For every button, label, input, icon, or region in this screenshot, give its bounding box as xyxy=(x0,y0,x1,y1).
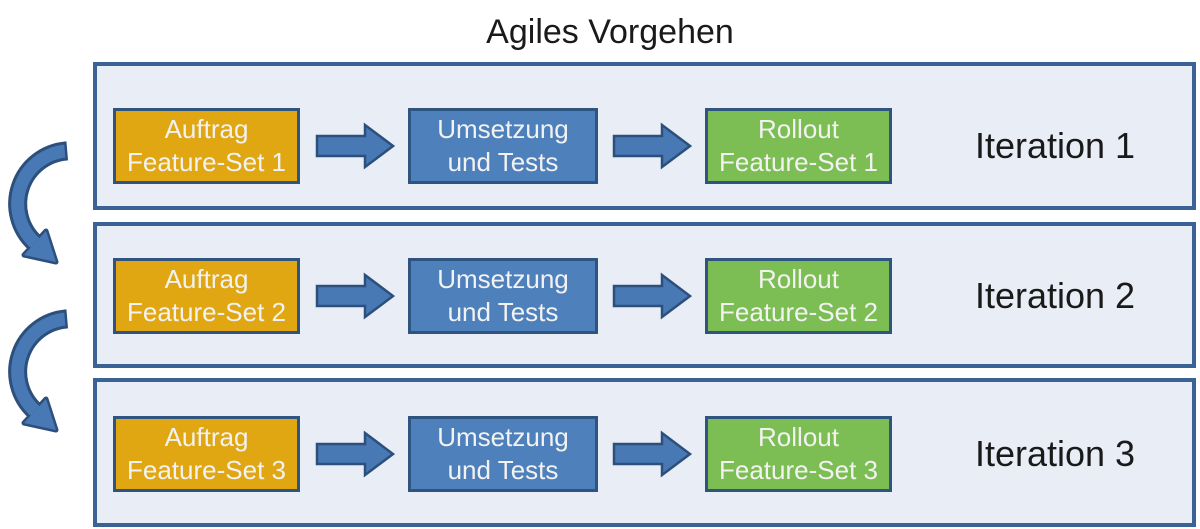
box-line-2: und Tests xyxy=(447,455,559,485)
arrow-right-icon xyxy=(612,430,692,478)
box-line-1: Auftrag xyxy=(164,264,249,294)
auftrag-box: Auftrag Feature-Set 3 xyxy=(113,416,300,492)
process-row: Auftrag Feature-Set 3 Umsetzung und Test… xyxy=(97,416,1192,492)
arrow-right-icon xyxy=(612,272,692,320)
auftrag-box: Auftrag Feature-Set 1 xyxy=(113,108,300,184)
box-line-1: Rollout xyxy=(758,114,839,144)
umsetzung-box: Umsetzung und Tests xyxy=(408,258,598,334)
box-line-2: Feature-Set 1 xyxy=(127,147,286,177)
box-line-1: Umsetzung xyxy=(437,264,569,294)
box-line-1: Rollout xyxy=(758,422,839,452)
rollout-box: Rollout Feature-Set 2 xyxy=(705,258,892,334)
box-line-2: Feature-Set 1 xyxy=(719,147,878,177)
box-line-2: und Tests xyxy=(447,147,559,177)
box-line-2: Feature-Set 3 xyxy=(719,455,878,485)
rollout-box: Rollout Feature-Set 3 xyxy=(705,416,892,492)
arrow-right-icon xyxy=(315,122,395,170)
box-line-2: Feature-Set 2 xyxy=(719,297,878,327)
box-line-2: Feature-Set 3 xyxy=(127,455,286,485)
arrow-right-icon xyxy=(612,122,692,170)
rollout-box: Rollout Feature-Set 1 xyxy=(705,108,892,184)
loop-arrow-icon xyxy=(8,141,69,265)
loop-arrow-icon xyxy=(8,309,69,433)
arrow-right-icon xyxy=(315,430,395,478)
iteration-label: Iteration 3 xyxy=(974,433,1136,474)
umsetzung-box: Umsetzung und Tests xyxy=(408,108,598,184)
box-line-1: Umsetzung xyxy=(437,114,569,144)
auftrag-box: Auftrag Feature-Set 2 xyxy=(113,258,300,334)
process-row: Auftrag Feature-Set 1 Umsetzung und Test… xyxy=(97,108,1192,184)
arrow-right-icon xyxy=(315,272,395,320)
box-line-1: Auftrag xyxy=(164,114,249,144)
iteration-label: Iteration 1 xyxy=(974,125,1136,166)
panel-iteration-3: Auftrag Feature-Set 3 Umsetzung und Test… xyxy=(93,378,1196,527)
umsetzung-box: Umsetzung und Tests xyxy=(408,416,598,492)
box-line-1: Rollout xyxy=(758,264,839,294)
box-line-2: Feature-Set 2 xyxy=(127,297,286,327)
process-row: Auftrag Feature-Set 2 Umsetzung und Test… xyxy=(97,258,1192,334)
box-line-2: und Tests xyxy=(447,297,559,327)
iteration-label: Iteration 2 xyxy=(974,275,1136,316)
panel-iteration-2: Auftrag Feature-Set 2 Umsetzung und Test… xyxy=(93,222,1196,368)
panel-iteration-1: Auftrag Feature-Set 1 Umsetzung und Test… xyxy=(93,62,1196,210)
diagram-title: Agiles Vorgehen xyxy=(486,13,734,51)
box-line-1: Umsetzung xyxy=(437,422,569,452)
box-line-1: Auftrag xyxy=(164,422,249,452)
